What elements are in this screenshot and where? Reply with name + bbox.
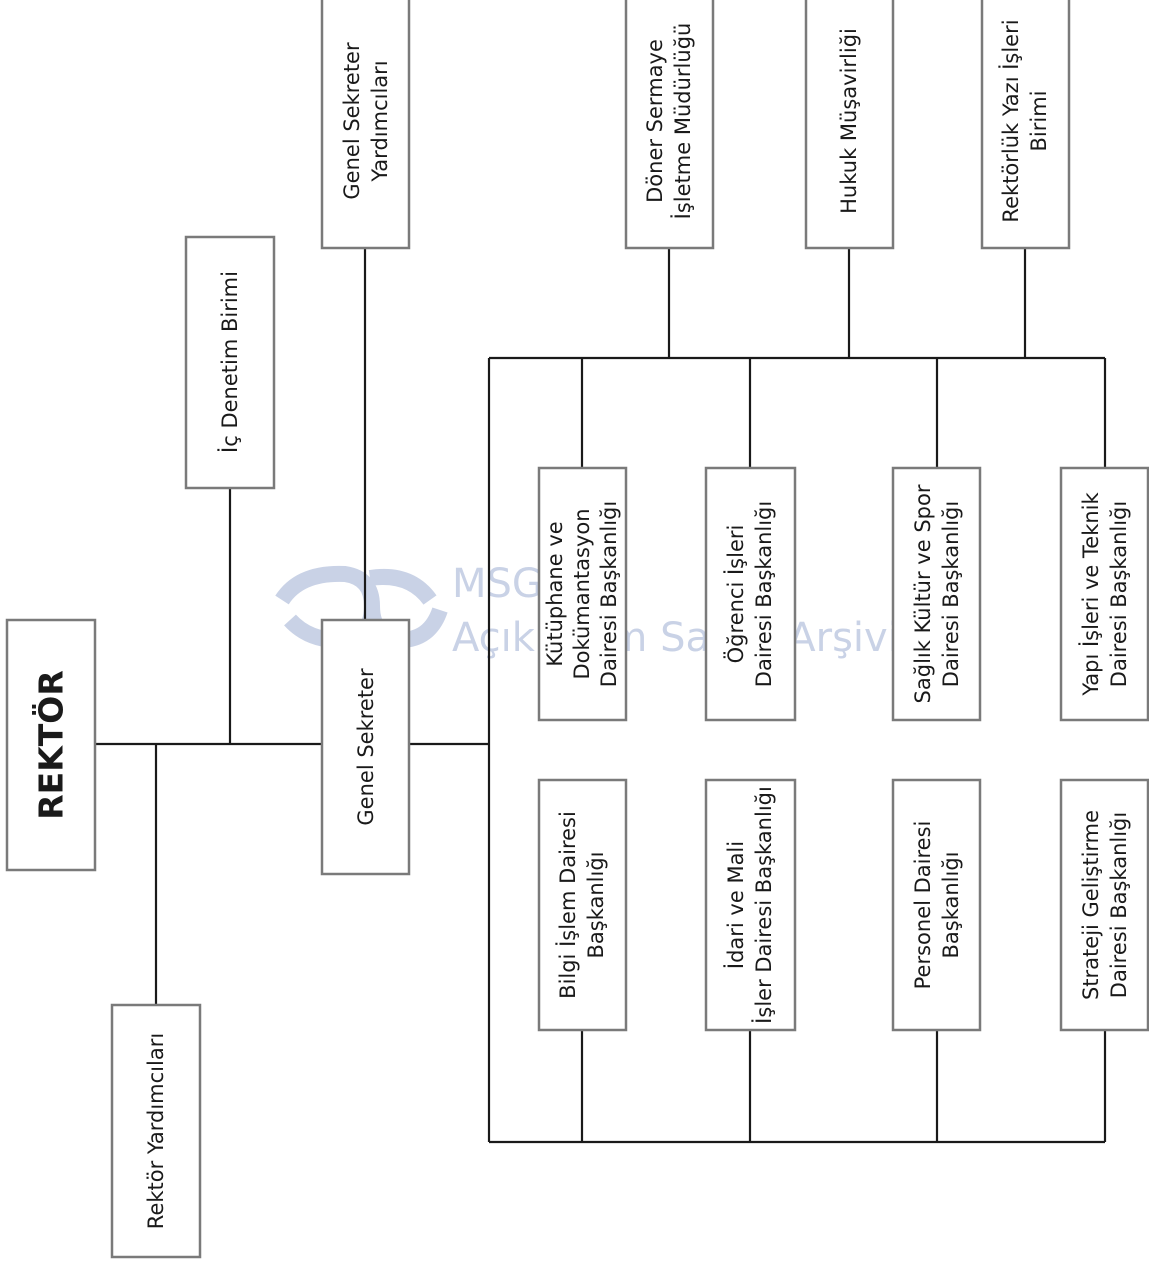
node-gs-yardimcilari-line1: Genel Sekreter [340, 42, 364, 200]
node-kutuphane: Kütüphane ve Dokümantasyon Dairesi Başka… [537, 466, 628, 722]
node-kutuphane-line3: Dairesi Başkanlığı [597, 501, 621, 687]
node-yazi-isleri: Rektörlük Yazı İşleri Birimi [980, 0, 1071, 250]
node-bilgi-islem-line1: Bilgi İşlem Dairesi [555, 811, 580, 999]
node-strateji-line2: Dairesi Başkanlığı [1107, 812, 1131, 998]
node-strateji-line1: Strateji Geliştirme [1079, 810, 1103, 1000]
node-hukuk: Hukuk Müşavirliği [804, 0, 895, 250]
node-yazi-isleri-line1: Rektörlük Yazı İşleri [998, 19, 1023, 222]
node-ogrenci-line2: Dairesi Başkanlığı [752, 501, 776, 687]
node-doner-sermaye: Döner Sermaye İşletme Müdürlüğü [624, 0, 715, 250]
node-personel: Personel Dairesi Başkanlığı [891, 778, 982, 1032]
node-strateji: Strateji Geliştirme Dairesi Başkanlığı [1059, 778, 1149, 1032]
node-rektor-yardimcilari: Rektör Yardımcıları [110, 1003, 202, 1259]
node-personel-line2: Başkanlığı [939, 851, 963, 958]
node-yapi: Yapı İşleri ve Teknik Dairesi Başkanlığı [1059, 466, 1149, 722]
node-doner-sermaye-line2: İşletme Müdürlüğü [670, 23, 695, 220]
node-hukuk-label: Hukuk Müşavirliği [837, 28, 861, 214]
node-idari-mali: İdari ve Mali İşler Dairesi Başkanlığı [704, 778, 797, 1032]
node-kutuphane-line2: Dokümantasyon [570, 508, 594, 679]
node-bilgi-islem-line2: Başkanlığı [584, 851, 608, 958]
node-idari-mali-line2: İşler Dairesi Başkanlığı [751, 786, 776, 1024]
node-ogrenci-line1: Öğrenci İşleri [723, 525, 748, 664]
node-yapi-line1: Yapı İşleri ve Teknik [1078, 491, 1103, 696]
node-gs-yardimcilari-line2: Yardımcıları [368, 60, 392, 182]
node-genel-sekreter-label: Genel Sekreter [354, 668, 378, 826]
node-yazi-isleri-line2: Birimi [1027, 90, 1051, 151]
node-idari-mali-line1: İdari ve Mali [723, 841, 748, 969]
node-rektor-yardimcilari-label: Rektör Yardımcıları [144, 1033, 168, 1229]
node-saglik-line1: Sağlık Kültür ve Spor [911, 484, 935, 703]
node-gs-yardimcilari: Genel Sekreter Yardımcıları [320, 0, 411, 250]
node-rektor-label: REKTÖR [31, 670, 71, 820]
node-ogrenci: Öğrenci İşleri Dairesi Başkanlığı [704, 466, 797, 722]
node-rektor: REKTÖR [5, 618, 97, 872]
node-yapi-line2: Dairesi Başkanlığı [1107, 501, 1131, 687]
node-personel-line1: Personel Dairesi [911, 821, 935, 990]
node-kutuphane-line1: Kütüphane ve [543, 521, 567, 666]
node-saglik-line2: Dairesi Başkanlığı [939, 501, 963, 687]
node-ic-denetim-label: İç Denetim Birimi [217, 271, 242, 453]
watermark-line2: Açık Bilim Sanat Arşivi [452, 615, 899, 661]
node-saglik: Sağlık Kültür ve Spor Dairesi Başkanlığı [891, 466, 982, 722]
node-ic-denetim: İç Denetim Birimi [184, 235, 276, 490]
node-genel-sekreter: Genel Sekreter [320, 618, 411, 876]
node-doner-sermaye-line1: Döner Sermaye [643, 39, 667, 203]
connectors [95, 248, 1107, 1144]
node-bilgi-islem: Bilgi İşlem Dairesi Başkanlığı [537, 778, 628, 1032]
